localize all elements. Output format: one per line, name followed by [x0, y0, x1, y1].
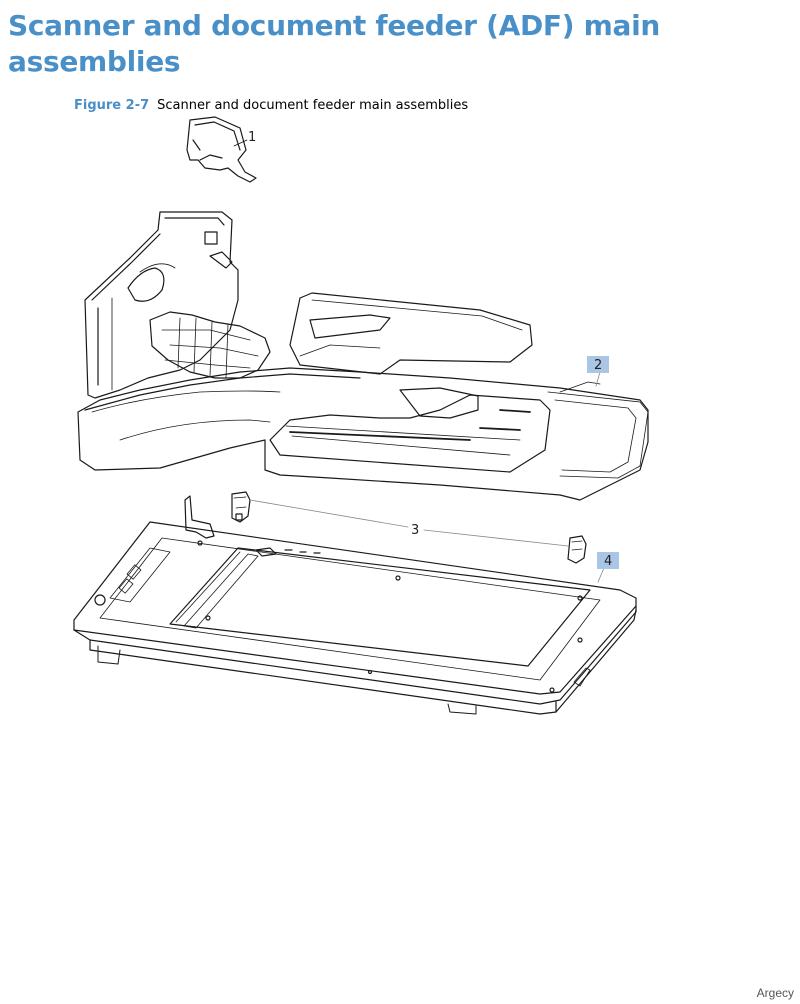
callout-1-label: 1	[248, 130, 256, 145]
callout-2-highlight	[587, 356, 609, 373]
watermark: Argecy	[756, 986, 794, 1000]
callout-3: 3	[411, 523, 419, 538]
section-heading: Scanner and document feeder (ADF) main a…	[8, 9, 661, 78]
hinge-right	[567, 535, 587, 564]
figure-caption-text: Scanner and document feeder main assembl…	[157, 98, 469, 113]
part-1-bracket	[186, 116, 257, 183]
callout-4-highlight	[597, 552, 619, 569]
callout-3-label: 3	[411, 523, 419, 538]
part-2-document-feeder	[77, 211, 649, 501]
callout-4: 4	[597, 552, 619, 569]
figure-number: Figure 2-7	[74, 98, 150, 113]
callout-2-label: 2	[594, 358, 602, 373]
part-3-hinges	[231, 491, 587, 564]
part-4-scanner-assembly	[73, 495, 637, 715]
callout-1: 1	[248, 130, 256, 145]
hinge-left	[231, 491, 251, 523]
callout-2: 2	[587, 356, 609, 373]
figure-caption: Figure 2-7 Scanner and document feeder ma…	[74, 97, 468, 115]
callout-4-label: 4	[604, 554, 612, 569]
